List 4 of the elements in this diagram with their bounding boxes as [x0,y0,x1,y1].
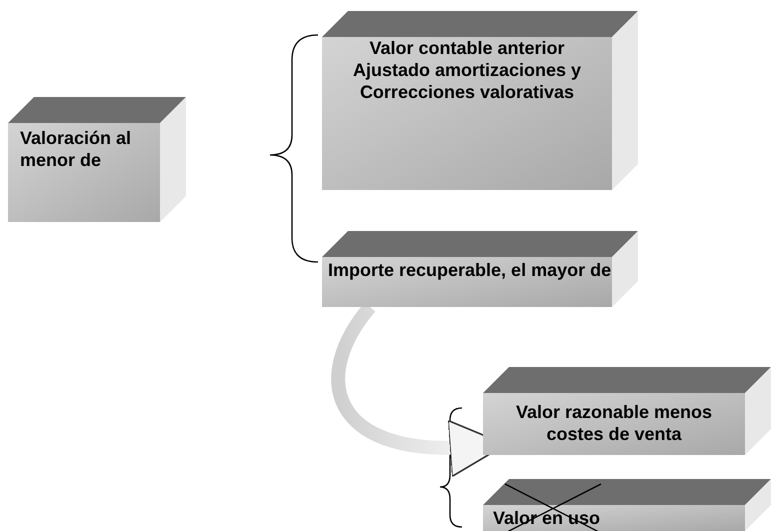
block-label: Valor contable anterior Ajustado amortizaciones y Correcciones valorativas [352,37,582,103]
block-label: Importe recuperable, el mayor de [328,259,612,281]
block-label: Valor razonable menos costes de venta [514,401,714,445]
block-label: Valoración al menor de [20,127,132,171]
